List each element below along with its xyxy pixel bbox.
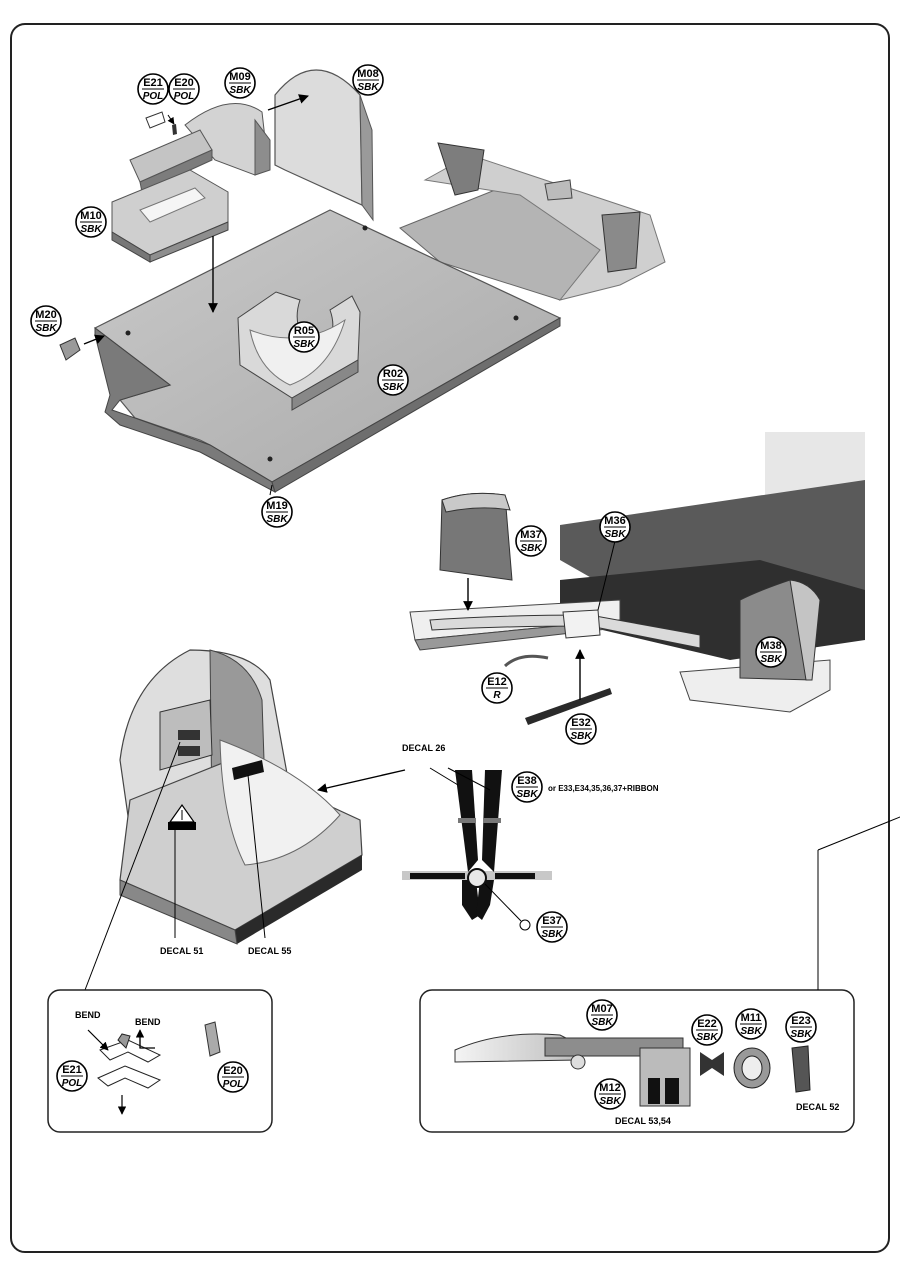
seat-harness <box>402 767 552 931</box>
label-bend-2: BEND <box>135 1017 161 1027</box>
callout-part-number: M36 <box>604 515 625 527</box>
callout-part-number: E20 <box>223 1065 243 1077</box>
seat-detail <box>84 649 406 991</box>
callout-part-number: E32 <box>571 717 591 729</box>
callout-sprue-code: SBK <box>520 543 542 554</box>
callout-sprue-code: SBK <box>591 1017 613 1028</box>
bulkhead <box>274 69 363 206</box>
callout-sprue-code: SBK <box>696 1032 718 1043</box>
label-decal-55: DECAL 55 <box>248 946 291 956</box>
callout-sprue-code: SBK <box>293 339 315 350</box>
callout-part-number: R02 <box>383 368 403 380</box>
callout-sprue-code: SBK <box>382 382 404 393</box>
callout-part-number: E20 <box>174 77 194 89</box>
callout-part-number: M20 <box>35 309 56 321</box>
callout-part-number: M09 <box>229 71 250 83</box>
callout-sprue-code: POL <box>62 1078 83 1089</box>
callout-part-number: M07 <box>591 1003 612 1015</box>
callout-sprue-code: SBK <box>516 789 538 800</box>
callout-sprue-code: SBK <box>541 929 563 940</box>
label-decal-26: DECAL 26 <box>402 743 445 753</box>
callout-sprue-code: SBK <box>35 323 57 334</box>
callout-sprue-code: SBK <box>599 1096 621 1107</box>
label-decal-52: DECAL 52 <box>796 1102 839 1112</box>
callout-sprue-code: SBK <box>229 85 251 96</box>
floor-assembly <box>59 69 666 496</box>
inset-box-bend <box>47 989 273 1133</box>
label-decal-51: DECAL 51 <box>160 946 203 956</box>
label-e38-alternative: or E33,E34,35,36,37+RIBBON <box>548 784 659 793</box>
callout-sprue-code: POL <box>223 1079 244 1090</box>
callout-part-number: E12 <box>487 676 507 688</box>
callout-sprue-code: SBK <box>790 1029 812 1040</box>
callout-part-number: M08 <box>357 68 378 80</box>
callout-sprue-code: R <box>493 690 501 701</box>
callout-part-number: E21 <box>62 1064 82 1076</box>
callout-part-number: M19 <box>266 500 287 512</box>
callout-part-number: E23 <box>791 1015 811 1027</box>
callout-part-number: M37 <box>520 529 541 541</box>
callout-sprue-code: SBK <box>357 82 379 93</box>
label-decal-53-54: DECAL 53,54 <box>615 1116 671 1126</box>
callout-sprue-code: SBK <box>570 731 592 742</box>
callout-sprue-code: POL <box>143 91 164 102</box>
callout-part-number: M11 <box>741 1012 762 1024</box>
callout-part-number: M38 <box>760 640 781 652</box>
callout-part-number: E21 <box>143 77 163 89</box>
callout-part-number: E38 <box>517 775 537 787</box>
callout-sprue-code: SBK <box>80 224 102 235</box>
callout-part-number: M12 <box>599 1082 620 1094</box>
label-bend-1: BEND <box>75 1010 101 1020</box>
callout-sprue-code: POL <box>174 91 195 102</box>
callout-part-number: M10 <box>80 210 101 222</box>
rear-wing-assembly <box>409 432 865 725</box>
callout-sprue-code: SBK <box>740 1026 762 1037</box>
callout-sprue-code: SBK <box>760 654 782 665</box>
callout-part-number: R05 <box>294 325 314 337</box>
callout-sprue-code: SBK <box>266 514 288 525</box>
callout-sprue-code: SBK <box>604 529 626 540</box>
callout-part-number: E37 <box>542 915 562 927</box>
callout-part-number: E22 <box>697 1018 717 1030</box>
